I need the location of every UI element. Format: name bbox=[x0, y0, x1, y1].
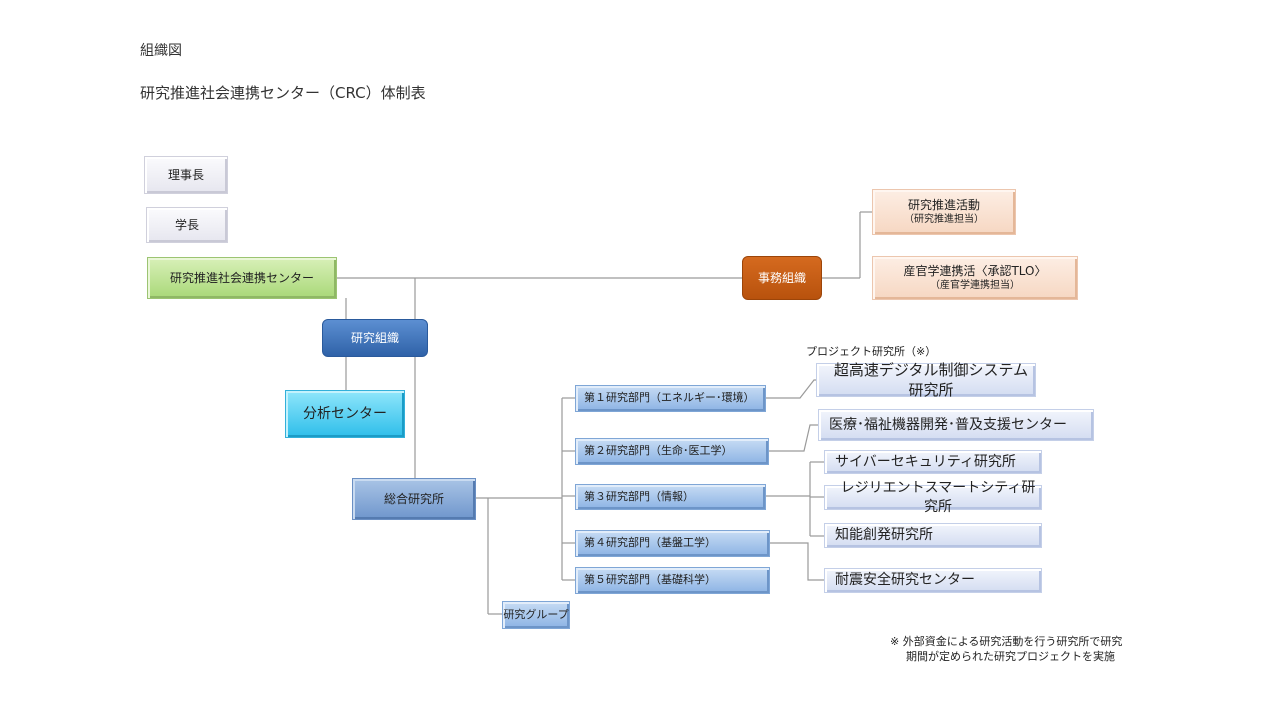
division-1-box: 第１研究部門（エネルギー･環境） bbox=[575, 385, 766, 412]
project-4-label: レジリエントスマートシティ研究所 bbox=[840, 479, 1036, 515]
general-institute-label: 総合研究所 bbox=[383, 491, 444, 506]
analysis-center-label: 分析センター bbox=[303, 405, 387, 422]
division-1-label: 第１研究部門（エネルギー･環境） bbox=[584, 391, 755, 405]
project-institutes-label: プロジェクト研究所（※） bbox=[806, 345, 937, 358]
project-1-box: 超高速デジタル制御システム研究所 bbox=[816, 361, 1036, 399]
research-group-box: 研究グループ bbox=[502, 601, 570, 629]
admin-label: 事務組織 bbox=[757, 270, 806, 285]
research-group-label: 研究グループ bbox=[503, 607, 569, 621]
line-div2-proj2 bbox=[769, 424, 818, 452]
crc-label: 研究推進社会連携センター bbox=[169, 270, 314, 285]
project-4-box: レジリエントスマートシティ研究所 bbox=[824, 480, 1042, 515]
analysis-center-box: 分析センター bbox=[285, 390, 405, 438]
division-5-label: 第５研究部門（基礎科学） bbox=[584, 573, 716, 587]
research-promotion-sub: （研究推進担当） bbox=[904, 214, 984, 226]
line-div4-proj6 bbox=[770, 542, 824, 581]
page-title: 研究推進社会連携センター（CRC）体制表 bbox=[140, 84, 426, 102]
division-4-label: 第４研究部門（基盤工学） bbox=[584, 536, 716, 550]
division-2-label: 第２研究部門（生命･医工学） bbox=[584, 444, 733, 458]
project-3-label: サイバーセキュリティ研究所 bbox=[835, 453, 1016, 470]
footnote-line-2: 期間が定められた研究プロジェクトを実施 bbox=[906, 650, 1115, 664]
footnote-line-1: ※ 外部資金による研究活動を行う研究所で研究 bbox=[890, 635, 1123, 648]
president-label: 学長 bbox=[174, 217, 199, 232]
research-org-label: 研究組織 bbox=[350, 330, 399, 345]
project-6-box: 耐震安全研究センター bbox=[824, 568, 1042, 593]
project-2-box: 医療･福祉機器開発･普及支援センター bbox=[818, 409, 1094, 441]
chairman-box: 理事長 bbox=[144, 156, 228, 194]
president-box: 学長 bbox=[146, 207, 228, 243]
chairman-label: 理事長 bbox=[167, 167, 204, 182]
footnote: ※ 外部資金による研究活動を行う研究所で研究 期間が定められた研究プロジェクトを… bbox=[890, 634, 1122, 665]
project-5-box: 知能創発研究所 bbox=[824, 523, 1042, 548]
division-4-box: 第４研究部門（基盤工学） bbox=[575, 530, 770, 557]
industry-box: 産官学連携活〈承認TLO〉 （産官学連携担当） bbox=[872, 256, 1078, 300]
page-label: 組織図 bbox=[140, 43, 182, 59]
project-2-label: 医療･福祉機器開発･普及支援センター bbox=[829, 416, 1067, 433]
crc-box: 研究推進社会連携センター bbox=[147, 257, 337, 299]
industry-main: 産官学連携活〈承認TLO〉 bbox=[903, 264, 1047, 279]
admin-box: 事務組織 bbox=[742, 256, 822, 300]
project-3-box: サイバーセキュリティ研究所 bbox=[824, 450, 1042, 474]
division-2-box: 第２研究部門（生命･医工学） bbox=[575, 438, 769, 465]
project-1-label: 超高速デジタル制御システム研究所 bbox=[833, 360, 1029, 399]
research-promotion-main: 研究推進活動 bbox=[907, 198, 980, 213]
industry-sub: （産官学連携担当） bbox=[930, 280, 1020, 292]
project-5-label: 知能創発研究所 bbox=[835, 527, 933, 544]
general-institute-box: 総合研究所 bbox=[352, 478, 476, 520]
research-promotion-box: 研究推進活動 （研究推進担当） bbox=[872, 189, 1016, 235]
division-3-label: 第３研究部門（情報） bbox=[584, 489, 694, 503]
division-5-box: 第５研究部門（基礎科学） bbox=[575, 567, 770, 594]
project-6-label: 耐震安全研究センター bbox=[835, 572, 975, 589]
research-org-box: 研究組織 bbox=[322, 319, 428, 357]
division-3-box: 第３研究部門（情報） bbox=[575, 484, 766, 510]
line-div1-proj1 bbox=[766, 379, 816, 399]
